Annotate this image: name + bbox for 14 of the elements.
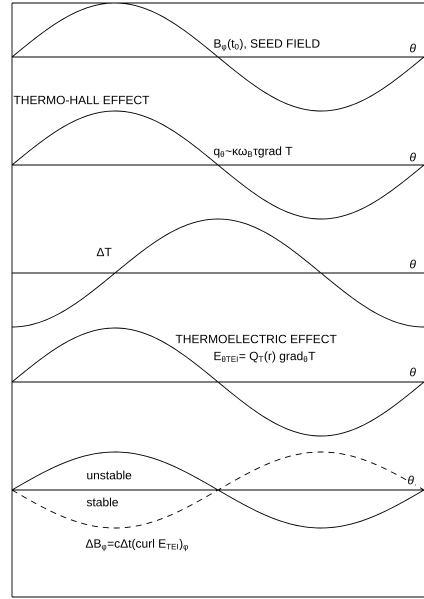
curve-label: B$_{φ}$(t$_{0}$), SEED FIELD <box>214 38 320 52</box>
formula-label: q$_{θ}$~κω$_{B}$τgrad T <box>214 146 292 158</box>
effect-title: THERMO-HALL EFFECT <box>14 96 150 104</box>
axis-label: θ <box>406 474 415 486</box>
formula-label: ΔB$_{φ}$=cΔt(curl E$_{TEI}$)$_{φ}$ <box>86 538 188 552</box>
axis-label: θ <box>410 368 416 376</box>
curve-label: ΔT <box>96 248 112 256</box>
axis-label: θ <box>410 44 416 52</box>
region-label: unstable <box>87 470 132 480</box>
axis-label: θ <box>410 152 416 162</box>
formula-label: E$_{θTEI}$= Q$_{T}$(r) grad$_{θ}$T <box>214 351 316 363</box>
axis-label: θ <box>410 260 416 268</box>
effect-title: THERMOELECTRIC EFFECT <box>176 334 336 344</box>
region-label: stable <box>86 498 118 506</box>
